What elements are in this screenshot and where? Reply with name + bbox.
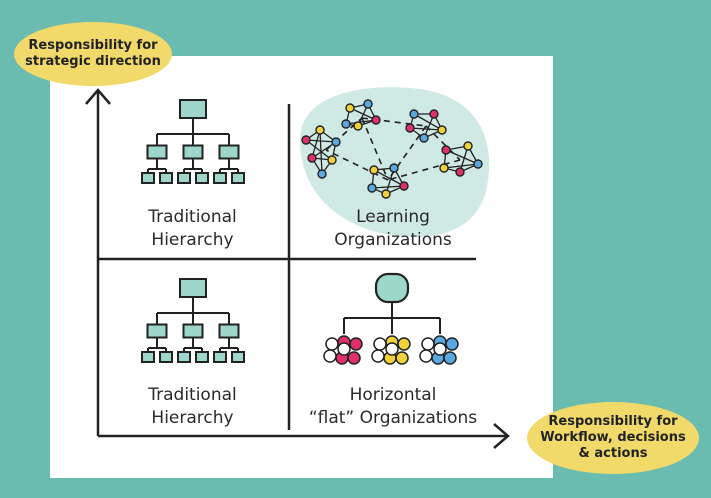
network-node [437, 125, 447, 135]
network-edge [305, 139, 333, 161]
network-edge [345, 119, 377, 125]
hier-leaf-box [231, 172, 245, 184]
y-axis-arrow [85, 88, 111, 105]
network-edge [413, 113, 443, 131]
hier-top-box [179, 278, 207, 298]
network-edge [311, 129, 321, 159]
network-node [367, 183, 377, 193]
hier-leaf-box [159, 351, 173, 363]
hier-leaf-box [195, 172, 209, 184]
hier-mid-box [218, 323, 240, 339]
network-icon [301, 99, 483, 199]
network-dashed-link [325, 149, 389, 181]
hier-leaf-box [177, 351, 191, 363]
flat-org-icon [323, 272, 459, 365]
network-node [317, 169, 327, 179]
flat-org-member [397, 337, 411, 351]
network-node [345, 103, 355, 113]
flat-org-member [443, 351, 457, 365]
network-node [405, 123, 415, 133]
flat-org-member [385, 342, 399, 356]
hier-mid-box [182, 144, 204, 160]
network-node [399, 181, 409, 191]
network-node [341, 119, 351, 129]
network-dashed-link [425, 125, 461, 161]
flat-org-member [421, 337, 435, 351]
network-dashed-link [325, 117, 363, 151]
network-edge [443, 163, 479, 169]
x-axis-arrow [493, 423, 510, 449]
network-edge [409, 127, 443, 131]
flat-org-member [323, 349, 337, 363]
hier-mid-box [182, 323, 204, 339]
network-node [331, 137, 341, 147]
hier-mid-box [146, 323, 168, 339]
y-axis-label: Responsibility for strategic direction [14, 22, 172, 86]
network-edge [373, 169, 405, 187]
hier-leaf-box [159, 172, 173, 184]
hier-leaf-box [177, 172, 191, 184]
quadrant-top-right-label: Learning Organizations [334, 207, 452, 250]
flat-org-member [349, 337, 363, 351]
flat-org-member [445, 337, 459, 351]
network-node [455, 167, 465, 177]
hier-leaf-box [213, 172, 227, 184]
hier-mid-box [218, 144, 240, 160]
flat-org-member [419, 349, 433, 363]
network-node [473, 159, 483, 169]
network-node [441, 145, 451, 155]
network-node [381, 189, 391, 199]
x-axis-label: Responsibility for Workflow, decisions &… [527, 402, 699, 474]
x-axis-label-text: Responsibility for Workflow, decisions &… [540, 414, 686, 461]
network-node [429, 109, 439, 119]
quadrant-bottom-right-label: Horizontal “flat” Organizations [308, 385, 478, 428]
hierarchy-icon-bottom [141, 278, 245, 363]
hier-top-box [179, 99, 207, 119]
flat-org-head [374, 272, 410, 304]
hier-leaf-box [195, 351, 209, 363]
quadrant-top-left-label: Traditional Hierarchy [148, 207, 237, 250]
flat-org-member [371, 349, 385, 363]
hierarchy-icon-top [141, 99, 245, 184]
network-node [307, 153, 317, 163]
network-node [327, 155, 337, 165]
network-node [463, 141, 473, 151]
network-node [301, 135, 311, 145]
network-dashed-link [387, 159, 461, 181]
network-edge [371, 185, 405, 189]
flat-org-member [347, 351, 361, 365]
flat-org-member [337, 342, 351, 356]
network-edge [311, 141, 337, 159]
hier-mid-box [146, 144, 168, 160]
network-node [369, 165, 379, 175]
flat-org-member [395, 351, 409, 365]
network-node [353, 121, 363, 131]
flat-org-member [433, 342, 447, 356]
hier-leaf-box [231, 351, 245, 363]
network-edge [445, 149, 479, 165]
network-node [409, 109, 419, 119]
network-node [315, 125, 325, 135]
quadrant-bottom-left-label: Traditional Hierarchy [148, 385, 237, 428]
network-node [419, 133, 429, 143]
flat-org-member [373, 337, 387, 351]
network-node [439, 163, 449, 173]
network-node [363, 99, 373, 109]
y-axis-label-text: Responsibility for strategic direction [25, 38, 161, 69]
hier-leaf-box [213, 351, 227, 363]
flat-org-member [325, 337, 339, 351]
hier-leaf-box [141, 351, 155, 363]
network-node [371, 115, 381, 125]
hier-leaf-box [141, 172, 155, 184]
network-node [389, 163, 399, 173]
